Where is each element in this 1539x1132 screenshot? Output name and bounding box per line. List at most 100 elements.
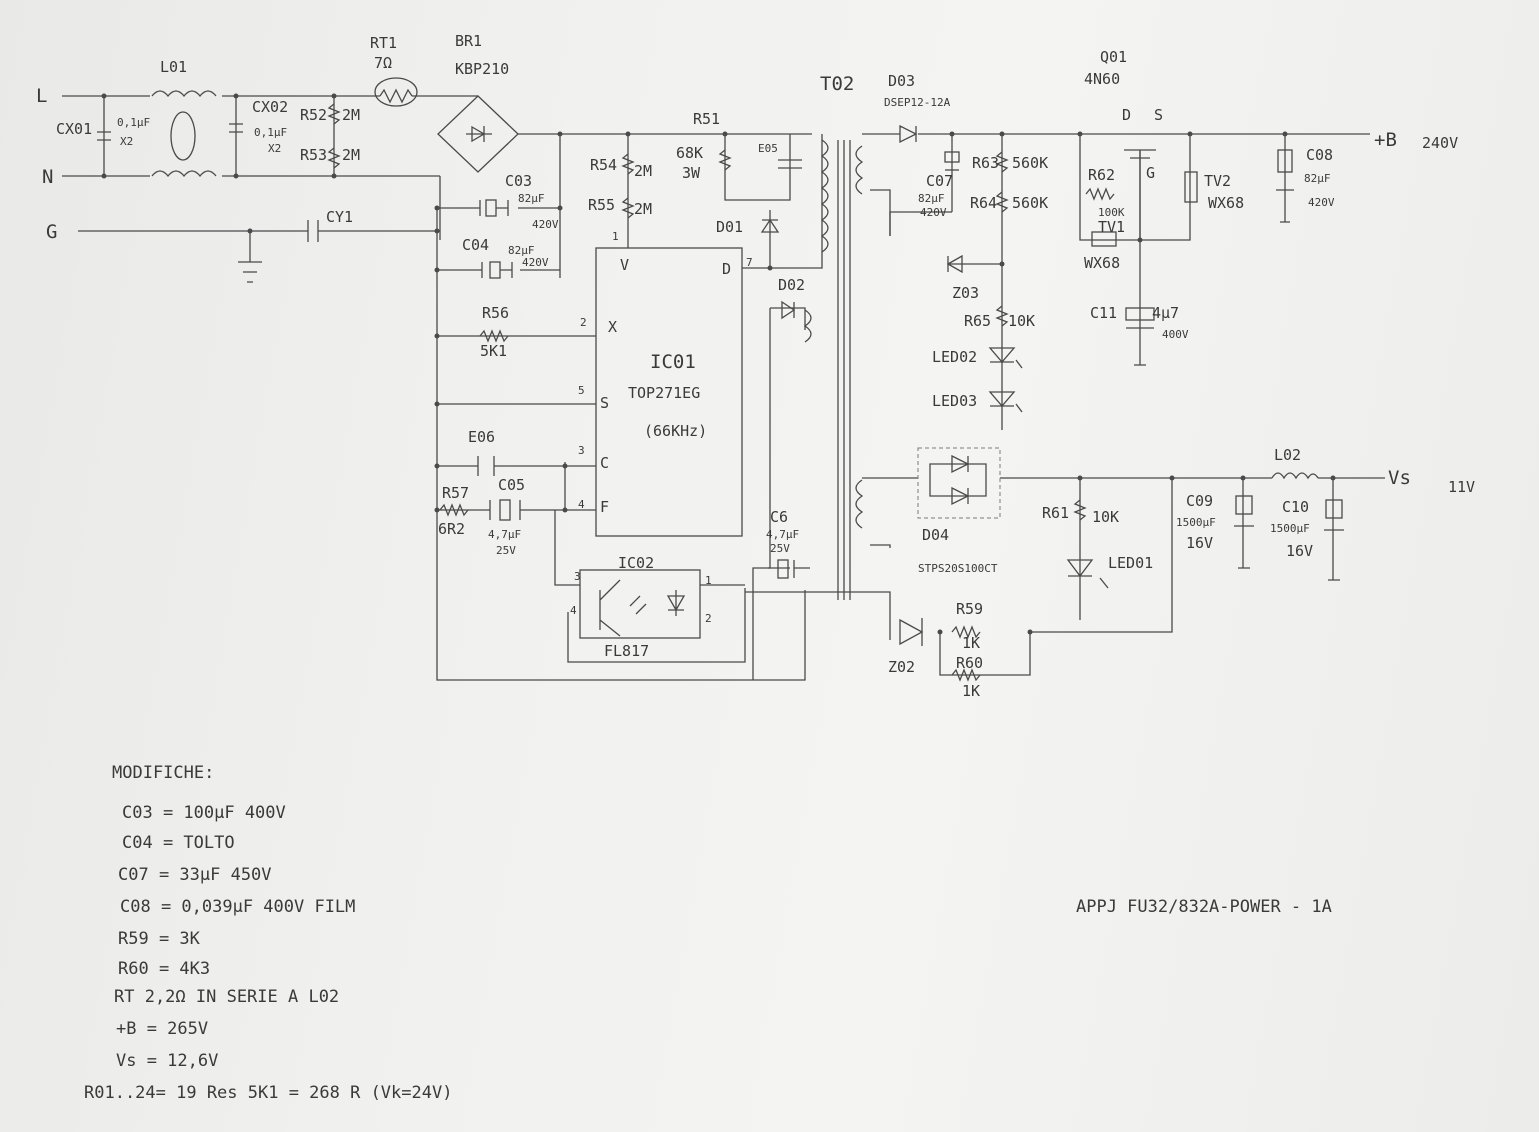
c07-value: 82µF	[918, 192, 945, 205]
r56-value: 5K1	[480, 342, 507, 360]
r62-resistor	[1085, 187, 1117, 247]
ic01-pin-s: S	[600, 394, 609, 412]
r60-label: R60	[956, 654, 983, 672]
net-lv-label: Vs	[1388, 467, 1411, 489]
ic01-pin-x: X	[608, 318, 617, 336]
ic02-pin-3: 3	[574, 570, 581, 583]
q01-part: 4N60	[1084, 70, 1120, 88]
ic01-pin-2: 2	[580, 316, 587, 329]
notes-line-5: R59 = 3K	[118, 929, 201, 949]
c11-value: 4µ7	[1152, 304, 1179, 322]
cx01-class: X2	[120, 135, 133, 148]
r51-watt: 3W	[682, 164, 701, 182]
r54-label: R54	[590, 156, 617, 174]
notes-line-4: C08 = 0,039µF 400V FILM	[120, 897, 355, 917]
rt1-value: 7Ω	[374, 54, 392, 72]
ic01-freq: (66KHz)	[644, 422, 707, 440]
ground-symbol	[238, 261, 262, 283]
r61-label: R61	[1042, 504, 1069, 522]
c08-voltage: 420V	[1308, 196, 1335, 209]
tv2-value: WX68	[1208, 194, 1244, 212]
led03-led	[988, 391, 1023, 413]
q01-pin-d: D	[1122, 106, 1131, 124]
notes-line-9: Vs = 12,6V	[116, 1051, 218, 1071]
q01-pin-g: G	[1146, 164, 1155, 182]
d04-part: STPS20S100CT	[918, 562, 998, 575]
c11-voltage: 400V	[1162, 328, 1189, 341]
c6-voltage: 25V	[770, 542, 790, 555]
notes-line-7: RT 2,2Ω IN SERIE A L02	[114, 987, 339, 1007]
c10-value: 1500µF	[1270, 522, 1310, 535]
c10-label: C10	[1282, 498, 1309, 516]
e06-capacitor	[477, 456, 495, 476]
l01-label: L01	[160, 58, 187, 76]
ic01-pin-d: D	[722, 260, 731, 278]
d01-label: D01	[716, 218, 743, 236]
ic01-pin-3: 3	[578, 444, 585, 457]
c6-capacitor	[777, 559, 795, 579]
cx02-label: CX02	[252, 98, 288, 116]
z03-label: Z03	[952, 284, 979, 302]
r51-label: R51	[693, 110, 720, 128]
e05-capacitor	[778, 159, 802, 169]
r57-resistor	[439, 503, 469, 517]
r53-value: 2M	[342, 146, 360, 164]
led03-label: LED03	[932, 392, 977, 410]
notes-line-6: R60 = 4K3	[118, 959, 210, 979]
junction-dots	[101, 93, 1336, 635]
q01-mosfet	[1124, 149, 1156, 240]
d04-label: D04	[922, 526, 949, 544]
c03-voltage: 420V	[532, 218, 559, 231]
ic01-pin-1: 1	[612, 230, 619, 243]
ic02-pin-4: 4	[570, 604, 577, 617]
c04-capacitor	[481, 261, 513, 279]
e06-label: E06	[468, 428, 495, 446]
led02-led	[988, 347, 1023, 369]
r57-label: R57	[442, 484, 469, 502]
c10-voltage: 16V	[1286, 542, 1313, 560]
c6-label: C6	[770, 508, 788, 526]
net-hv-value: 240V	[1422, 134, 1458, 152]
t02-label: T02	[820, 73, 854, 95]
c05-capacitor	[489, 499, 521, 521]
cx01-value: 0,1µF	[117, 116, 150, 129]
tv1-value: WX68	[1084, 254, 1120, 272]
r56-resistor	[479, 329, 509, 343]
r65-value: 10K	[1008, 312, 1035, 330]
r63-value: 560K	[1012, 154, 1048, 172]
net-g-label: G	[46, 221, 57, 243]
d03-part: DSEP12-12A	[884, 96, 951, 109]
c6-value: 4,7µF	[766, 528, 799, 541]
cx01-label: CX01	[56, 120, 92, 138]
cx02-capacitor	[229, 123, 243, 133]
led01-label: LED01	[1108, 554, 1153, 572]
t02-transformer	[803, 139, 864, 600]
c04-voltage: 420V	[522, 256, 549, 269]
r62-label: R62	[1088, 166, 1115, 184]
ic01-pin-c: C	[600, 454, 609, 472]
cx01-capacitor	[97, 131, 111, 141]
r63-label: R63	[972, 154, 999, 172]
ic02-label: IC02	[618, 554, 654, 572]
r63-r64-resistors	[995, 151, 1009, 213]
d03-diode	[899, 124, 918, 144]
ic01-pin-7: 7	[746, 256, 753, 269]
c11-capacitor	[1125, 307, 1155, 366]
c09-capacitor	[1234, 495, 1254, 569]
ic01-controller	[595, 247, 743, 537]
primary-wiring	[436, 134, 891, 681]
net-lv-value: 11V	[1448, 478, 1475, 496]
ic01-pin-4: 4	[578, 498, 585, 511]
z02-label: Z02	[888, 658, 915, 676]
r59-value: 1K	[962, 634, 980, 652]
d04-dual-diode	[917, 447, 1001, 519]
c05-voltage: 25V	[496, 544, 516, 557]
l01-choke	[151, 90, 217, 178]
r64-label: R64	[970, 194, 997, 212]
d01-diode	[760, 218, 780, 233]
r51-resistor	[718, 149, 732, 171]
r53-label: R53	[300, 146, 327, 164]
r55-value: 2M	[634, 200, 652, 218]
r62-value: 100K	[1098, 206, 1125, 219]
r52-resistor	[327, 103, 341, 169]
